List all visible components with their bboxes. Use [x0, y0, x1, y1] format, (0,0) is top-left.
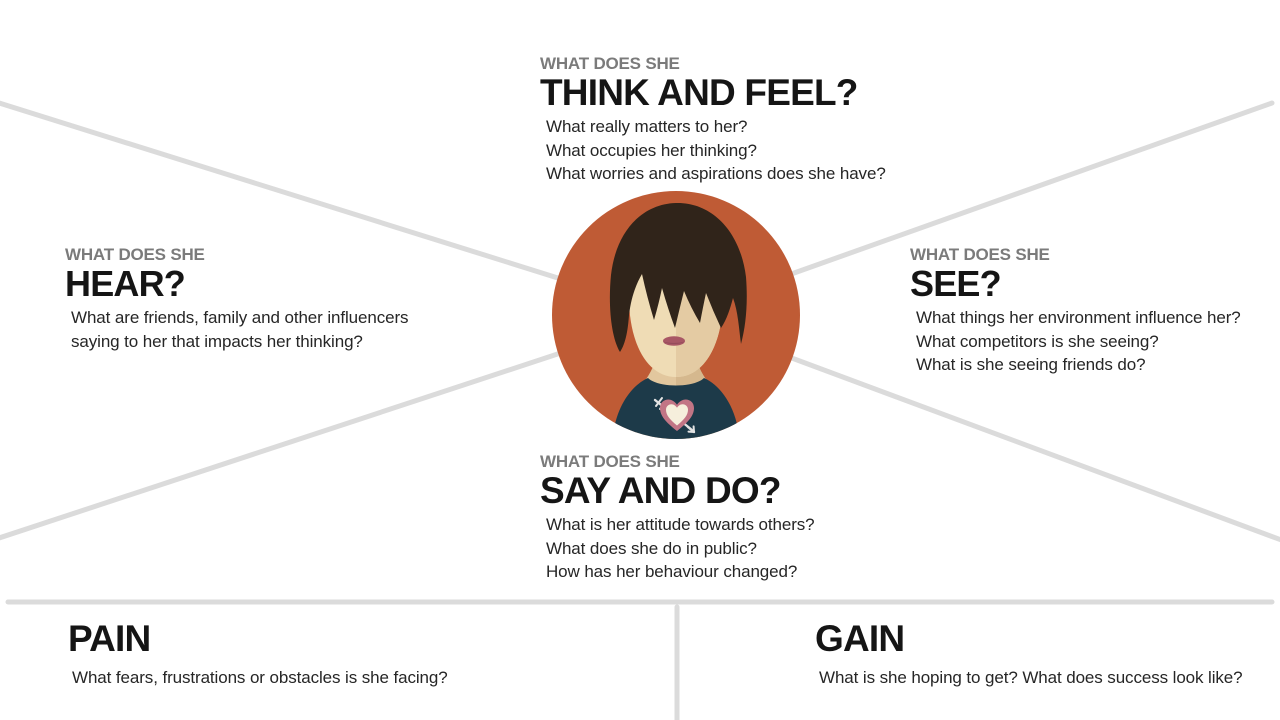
section-think-and-feel: WHAT DOES SHE THINK AND FEEL? What reall…	[540, 54, 886, 186]
avatar-lips	[663, 336, 685, 346]
question: What is her attitude towards others?	[546, 515, 815, 534]
question: What does she do in public?	[546, 538, 757, 558]
question: How has her behaviour changed?	[546, 562, 798, 581]
question: What competitors is she seeing?	[916, 331, 1159, 351]
question: What is she hoping to get? What does suc…	[819, 668, 1243, 687]
section-label: WHAT DOES SHE	[540, 54, 680, 73]
section-label: WHAT DOES SHE	[910, 245, 1050, 264]
heart-with-arrow-icon	[653, 397, 696, 434]
question: What occupies her thinking?	[546, 140, 757, 160]
question: What fears, frustrations or obstacles is…	[72, 668, 448, 687]
section-hear: WHAT DOES SHE HEAR? What are friends, fa…	[65, 245, 433, 353]
section-title: GAIN	[815, 618, 905, 659]
section-label: WHAT DOES SHE	[65, 245, 205, 264]
question: What things her environment influence he…	[916, 308, 1241, 327]
section-see: WHAT DOES SHE SEE? What things her envir…	[910, 245, 1241, 377]
avatar-lips-lower	[663, 341, 685, 344]
section-title: PAIN	[68, 618, 151, 659]
heart-inner	[666, 404, 688, 426]
section-title: HEAR?	[65, 263, 186, 304]
section-say-and-do: WHAT DOES SHE SAY AND DO? What is her at…	[540, 452, 815, 584]
section-label: WHAT DOES SHE	[540, 452, 680, 471]
question: What are friends, family and other influ…	[71, 308, 409, 351]
section-gain: GAIN What is she hoping to get? What doe…	[815, 620, 1243, 689]
section-title: SEE?	[910, 263, 1002, 304]
question: What really matters to her?	[546, 117, 748, 136]
section-title: SAY AND DO?	[540, 470, 781, 511]
section-title: THINK AND FEEL?	[540, 72, 858, 113]
persona-avatar	[552, 191, 800, 439]
avatar-hair	[609, 202, 747, 352]
question: What worries and aspirations does she ha…	[546, 164, 886, 183]
section-pain: PAIN What fears, frustrations or obstacl…	[68, 620, 448, 689]
question: What is she seeing friends do?	[916, 355, 1146, 374]
